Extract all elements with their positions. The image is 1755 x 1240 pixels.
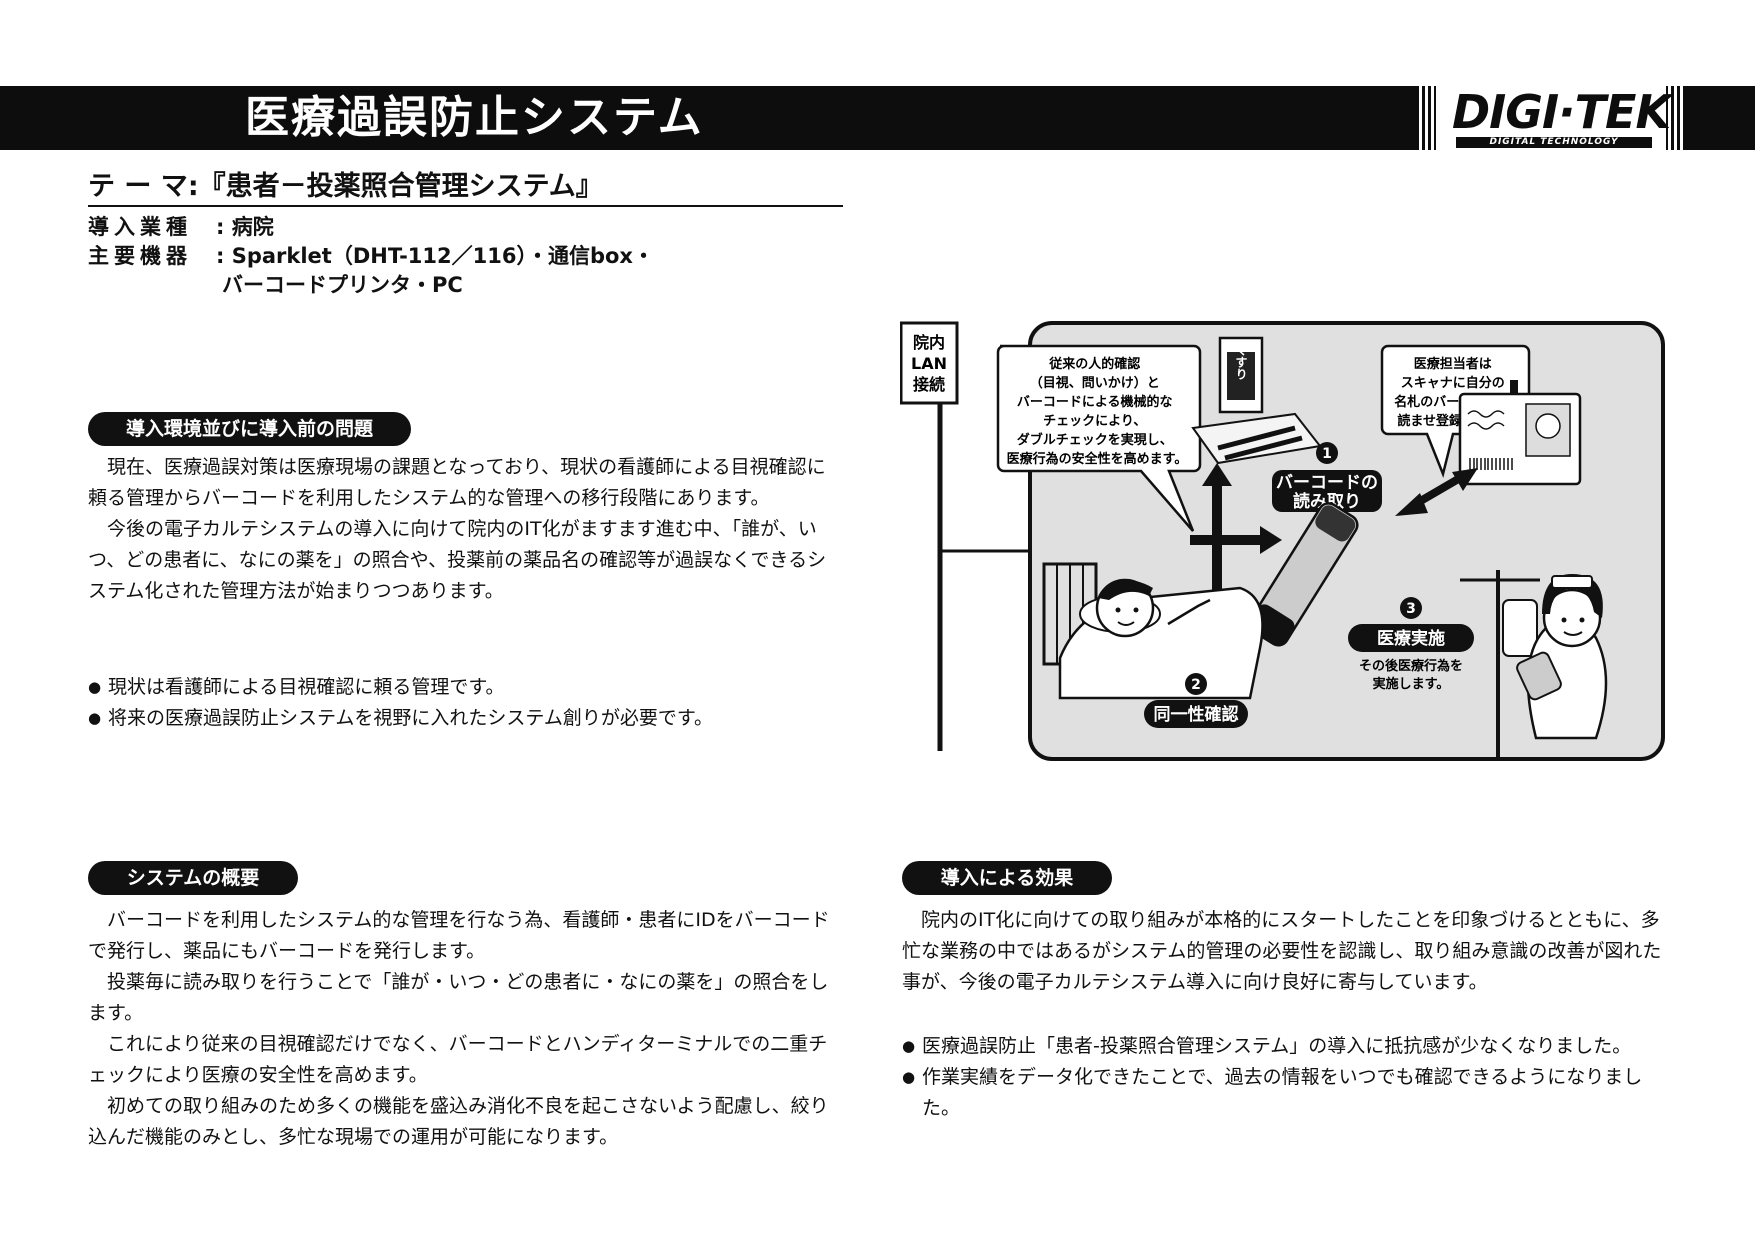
step3-number-badge bbox=[1400, 597, 1422, 619]
lan-line2: LAN bbox=[911, 354, 947, 373]
problem-paragraph-1: 現在、医療過誤対策は医療現場の課題となっており、現状の看護師による目視確認に頼る… bbox=[88, 456, 826, 509]
step2-label-box bbox=[1144, 700, 1248, 728]
section-problem-body: 現在、医療過誤対策は医療現場の課題となっており、現状の看護師による目視確認に頼る… bbox=[88, 452, 843, 607]
lan-line3: 接続 bbox=[913, 375, 945, 394]
section-effect-body: 院内のIT化に向けての取り組みが本格的にスタートしたことを印象づけるとともに、多… bbox=[902, 905, 1664, 998]
lan-box bbox=[900, 321, 959, 405]
industry-value: : 病院 bbox=[216, 215, 274, 239]
overview-paragraph-4: 初めての取り組みのため多くの機能を盛込み消化不良を起こさないよう配慮し、絞り込ん… bbox=[88, 1095, 829, 1148]
step2-number: 2 bbox=[1191, 677, 1201, 693]
overview-paragraph-1: バーコードを利用したシステム的な管理を行なう為、看護師・患者にIDをバーコードで… bbox=[88, 909, 830, 962]
medicine-label: くすり bbox=[1234, 344, 1248, 380]
section-heading-problem: 導入環境並びに導入前の問題 bbox=[88, 412, 411, 446]
lan-line1: 院内 bbox=[913, 333, 945, 352]
step3-label-box bbox=[1348, 624, 1474, 652]
effect-bullet: 作業実績をデータ化できたことで、過去の情報をいつでも確認できるようになりました。 bbox=[902, 1062, 1664, 1124]
section-heading-effect: 導入による効果 bbox=[902, 861, 1112, 895]
nurse-with-iv-stand-icon bbox=[1460, 570, 1608, 758]
callout-right-bubble bbox=[1380, 344, 1531, 479]
step2-number-badge bbox=[1185, 673, 1207, 695]
step1-number-badge bbox=[1316, 442, 1338, 464]
problem-bullet-list: 現状は看護師による目視確認に頼る管理です。 将来の医療過誤防止システムを視野に入… bbox=[88, 672, 843, 734]
equipment-row: 主要機器 : Sparklet（DHT-112／116）・通信box・ bbox=[88, 241, 654, 271]
overview-paragraph-3: これにより従来の目視確認だけでなく、バーコードとハンディターミナルでの二重チェッ… bbox=[88, 1033, 828, 1086]
medicine-tray-icon: くすり bbox=[1191, 336, 1322, 465]
step1-label-box bbox=[1272, 470, 1382, 512]
step3-sub-line2: 実施します。 bbox=[1373, 676, 1450, 692]
effect-bullet: 医療過誤防止「患者-投薬照合管理システム」の導入に抵抗感が少なくなりました。 bbox=[902, 1031, 1664, 1062]
step3-number: 3 bbox=[1406, 601, 1416, 617]
step3-sub-line1: その後医療行為を bbox=[1359, 658, 1463, 674]
problem-bullet: 現状は看護師による目視確認に頼る管理です。 bbox=[88, 672, 843, 703]
step1-label-line1: バーコードの bbox=[1276, 473, 1378, 493]
overview-paragraph-2: 投薬毎に読み取りを行うことで「誰が・いつ・どの患者に・なにの薬を」の照合をします… bbox=[88, 971, 829, 1024]
equipment-label: 主要機器 bbox=[88, 244, 192, 268]
theme-underline bbox=[88, 205, 843, 207]
callout-left-text: 従来の人的確認 （目視、問いかけ）と バーコードによる機械的な チェックにより、… bbox=[1007, 356, 1188, 467]
industry-row: 導入業種 : 病院 bbox=[88, 212, 274, 242]
problem-bullet: 将来の医療過誤防止システムを視野に入れたシステム創りが必要です。 bbox=[88, 703, 843, 734]
theme-value: :『患者－投薬照合管理システム』 bbox=[187, 171, 603, 202]
step1-number: 1 bbox=[1322, 446, 1332, 462]
step3-label: 医療実施 bbox=[1377, 628, 1445, 649]
page-title: 医療過誤防止システム bbox=[245, 92, 704, 143]
theme-row: テ ー マ:『患者－投薬照合管理システム』 bbox=[88, 170, 603, 204]
equipment-value-line1: : Sparklet（DHT-112／116）・通信box・ bbox=[216, 244, 654, 268]
equipment-value-line2: バーコードプリンタ・PC bbox=[222, 273, 463, 297]
logo-wordmark: DIGI·TEK bbox=[1452, 85, 1671, 139]
section-heading-overview: システムの概要 bbox=[88, 861, 298, 895]
callout-left-bubble bbox=[996, 344, 1202, 532]
effect-bullet-list: 医療過誤防止「患者-投薬照合管理システム」の導入に抵抗感が少なくなりました。 作… bbox=[902, 1031, 1664, 1124]
step1-label-line2: 読み取り bbox=[1293, 491, 1361, 512]
section-overview-body: バーコードを利用したシステム的な管理を行なう為、看護師・患者にIDをバーコードで… bbox=[88, 905, 843, 1153]
step2-label: 同一性確認 bbox=[1154, 704, 1239, 725]
logo-subtitle: DIGITAL TECHNOLOGY bbox=[1456, 137, 1652, 148]
system-diagram: 院内 LAN 接続 従来の人的確認 （目視、問いかけ）と バーコードによる機械的… bbox=[900, 321, 1665, 761]
double-arrow-icon bbox=[1395, 468, 1478, 516]
id-badge-icon bbox=[1458, 380, 1582, 486]
industry-label: 導入業種 bbox=[88, 215, 192, 239]
patient-in-bed-icon bbox=[1042, 562, 1264, 700]
problem-paragraph-2: 今後の電子カルテシステムの導入に向けて院内のIT化がますます進む中、「誰が、いつ… bbox=[88, 518, 827, 602]
company-logo: DIGI·TEK DIGITAL TECHNOLOGY bbox=[1416, 86, 1686, 150]
effect-paragraph-1: 院内のIT化に向けての取り組みが本格的にスタートしたことを印象づけるとともに、多… bbox=[902, 909, 1662, 993]
theme-label: テ ー マ bbox=[88, 171, 188, 202]
